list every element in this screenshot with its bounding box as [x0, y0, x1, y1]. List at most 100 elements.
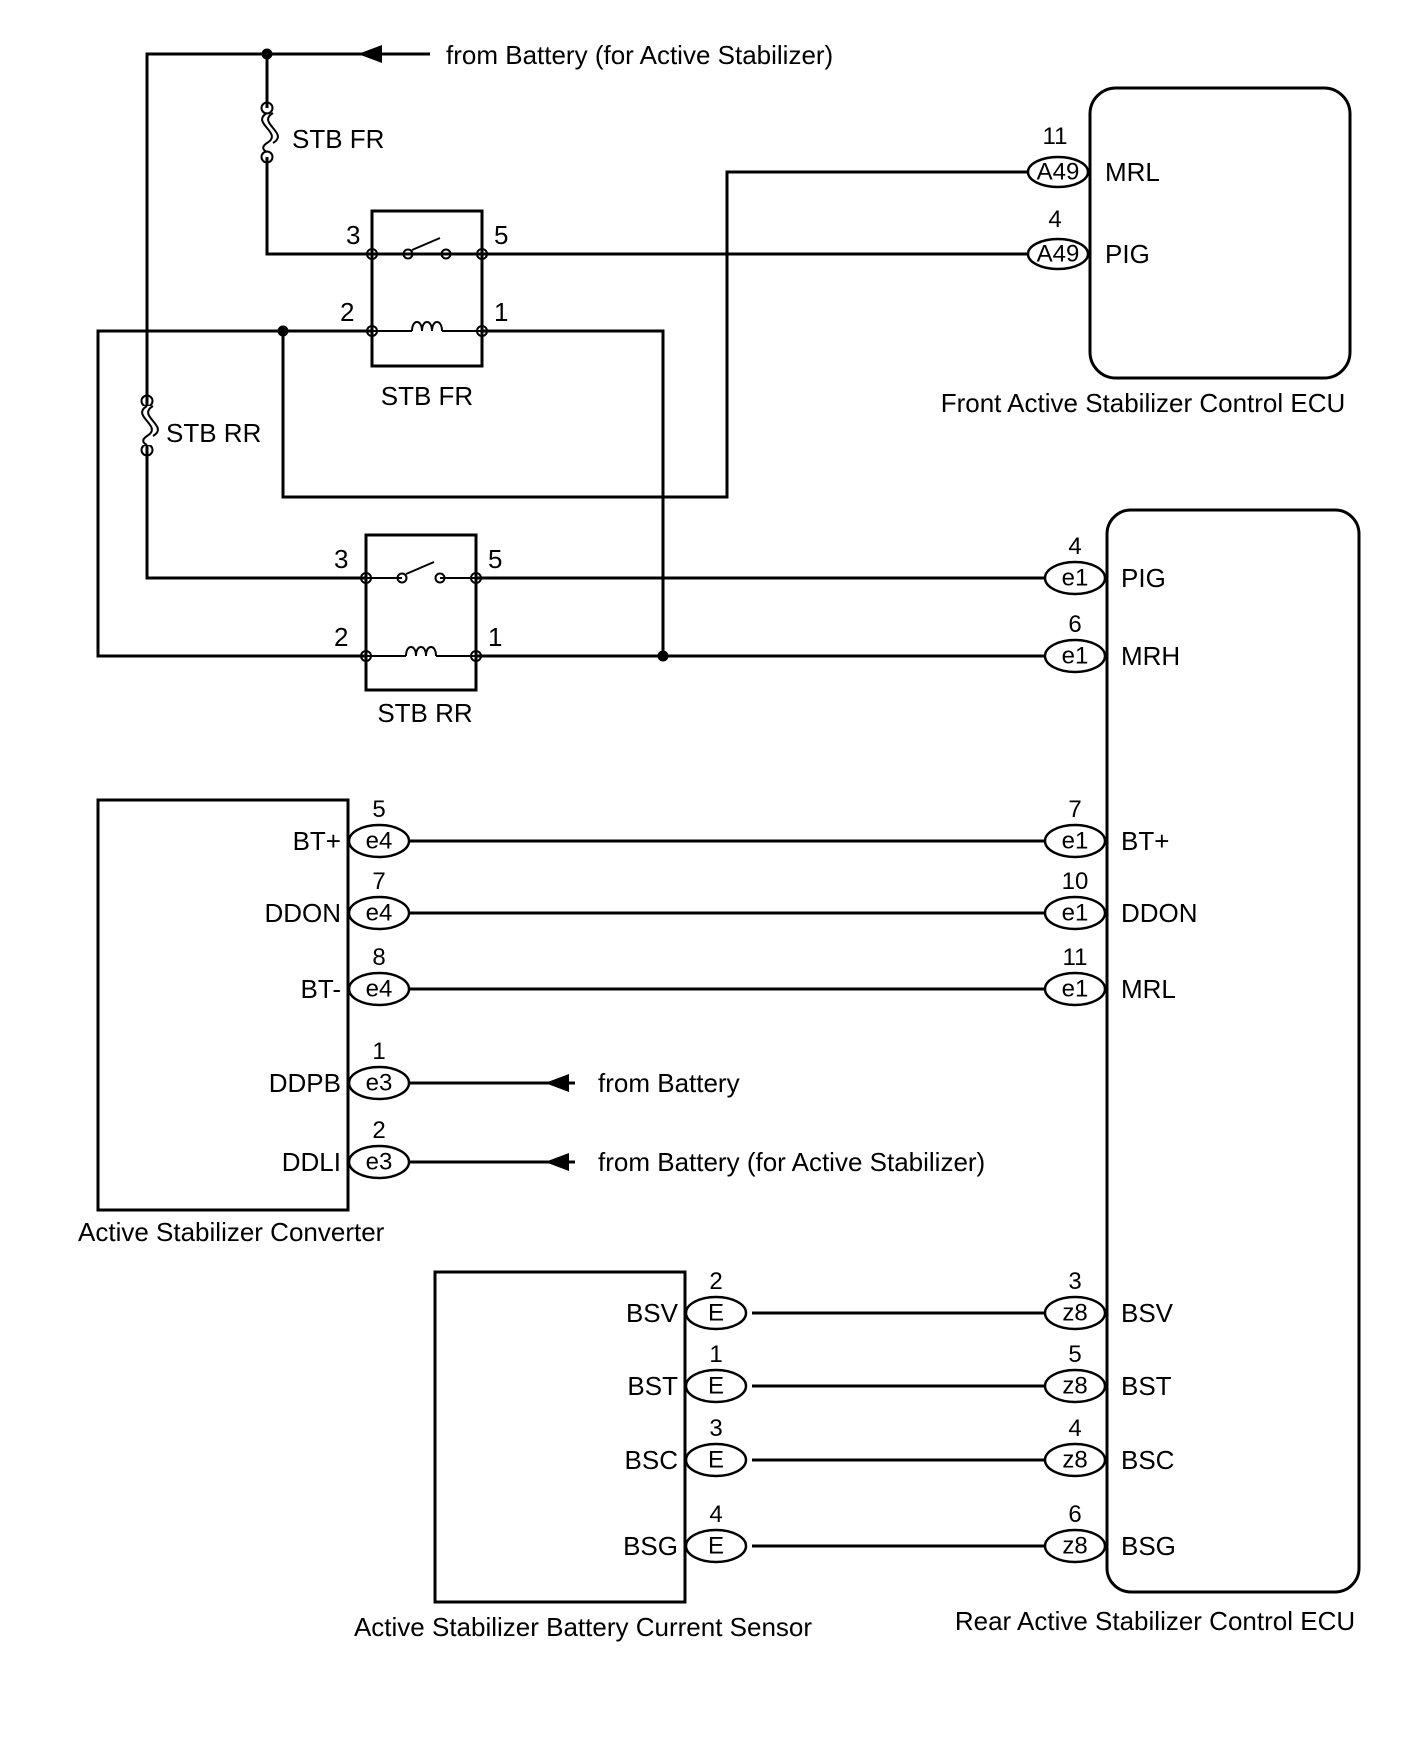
- terminal-name: BSG: [1121, 1531, 1176, 1561]
- relay-rr-pin-5: 5: [488, 544, 502, 574]
- terminal-number: 5: [1068, 1341, 1081, 1368]
- fuse-icon: [141, 405, 153, 446]
- rear-ecu-terminal: 4 z8 BSC: [1043, 1415, 1174, 1478]
- connector-code: E: [708, 1373, 724, 1400]
- battery-feed-label: from Battery (for Active Stabilizer): [446, 40, 833, 70]
- junction-dots: [261, 48, 669, 662]
- relay-rr-pin-2: 2: [334, 622, 348, 652]
- front-ecu: Front Active Stabilizer Control ECU 11 A…: [941, 86, 1352, 418]
- terminal-number: 8: [372, 944, 385, 971]
- terminal-name: BST: [627, 1371, 678, 1401]
- fuse-stb-fr: STB FR: [260, 101, 384, 164]
- terminal-number: 2: [709, 1268, 722, 1295]
- wire-fuse-fr-bottom: [265, 157, 372, 256]
- terminal-number: 4: [1068, 533, 1081, 560]
- terminal-name: DDON: [264, 898, 341, 928]
- terminal-number: 4: [1048, 206, 1061, 233]
- connector-oval: [1043, 1442, 1107, 1478]
- wire-relay-coil-ground: [96, 329, 372, 658]
- connector-code: e4: [366, 828, 393, 855]
- converter-terminal: 8 e4 BT-: [301, 944, 411, 1007]
- relay-fr-pin-5: 5: [494, 220, 508, 250]
- terminal-name: DDON: [1121, 898, 1198, 928]
- terminal-number: 2: [372, 1117, 385, 1144]
- front-ecu-label: Front Active Stabilizer Control ECU: [941, 388, 1346, 418]
- sensor-box: [433, 1270, 687, 1604]
- terminal-name: BT+: [1121, 826, 1169, 856]
- converter-box: [96, 798, 350, 1212]
- relay-rr-pin-1: 1: [488, 622, 502, 652]
- ddli-feed-label: from Battery (for Active Stabilizer): [598, 1147, 985, 1177]
- junction-dot: [277, 325, 289, 337]
- connector-code: e4: [366, 900, 393, 927]
- connector-oval: [347, 823, 411, 859]
- terminal-name: BT-: [301, 974, 341, 1004]
- connector-code: e1: [1062, 976, 1089, 1003]
- terminal-number: 4: [709, 1501, 722, 1528]
- arrow-left-icon: [358, 45, 382, 63]
- fuse-stb-rr: STB RR: [138, 394, 261, 457]
- relay-fr-pin-1: 1: [494, 297, 508, 327]
- connector-code: e4: [366, 976, 393, 1003]
- arrows: [358, 45, 569, 1171]
- terminal-number: 1: [709, 1341, 722, 1368]
- terminal-number: 4: [1068, 1415, 1081, 1442]
- terminal-number: 3: [709, 1415, 722, 1442]
- wire-front-mrl: [281, 170, 1030, 499]
- relay-rr-pin-3: 3: [334, 544, 348, 574]
- connector-code: A49: [1037, 241, 1080, 268]
- terminal-name: BSV: [1121, 1298, 1174, 1328]
- terminal-name: BSC: [625, 1445, 678, 1475]
- relay-rr-label: STB RR: [377, 698, 472, 728]
- connector-oval: [1043, 638, 1107, 674]
- fuse-rr-label: STB RR: [166, 418, 261, 448]
- rear-ecu-box: [1105, 508, 1361, 1594]
- front-ecu-terminal: 11 A49 MRL: [1026, 123, 1160, 189]
- terminal-name: PIG: [1105, 239, 1150, 269]
- connector-code: A49: [1037, 159, 1080, 186]
- terminal-name: BSG: [623, 1531, 678, 1561]
- connector-oval: [1026, 237, 1090, 271]
- terminal-number: 6: [1068, 1501, 1081, 1528]
- terminal-number: 11: [1043, 123, 1068, 150]
- connector-oval: [347, 1065, 411, 1101]
- connector-oval: [1043, 560, 1107, 596]
- connector-code: z8: [1062, 1447, 1087, 1474]
- terminal-name: BSC: [1121, 1445, 1174, 1475]
- connector-oval: [684, 1528, 748, 1564]
- terminal-number: 7: [1068, 796, 1081, 823]
- coil-icon: [411, 321, 443, 332]
- connector-oval: [1043, 971, 1107, 1007]
- connector-code: E: [708, 1300, 724, 1327]
- coil-icon: [405, 646, 437, 657]
- connector-code: z8: [1062, 1300, 1087, 1327]
- front-ecu-terminal: 4 A49 PIG: [1026, 206, 1150, 271]
- junction-dot: [657, 650, 669, 662]
- terminal-number: 5: [372, 796, 385, 823]
- connector-code: E: [708, 1447, 724, 1474]
- arrow-left-icon: [545, 1074, 569, 1092]
- connector-code: e1: [1062, 565, 1089, 592]
- terminal-number: 1: [372, 1038, 385, 1065]
- active-stabilizer-converter: Active Stabilizer Converter 5e4BT+7e4DDO…: [78, 796, 985, 1247]
- relay-fr-pin-2: 2: [340, 297, 354, 327]
- connector-oval: [347, 895, 411, 931]
- connector-code: e1: [1062, 643, 1089, 670]
- terminal-number: 6: [1068, 611, 1081, 638]
- arrow-left-icon: [545, 1153, 569, 1171]
- rear-ecu-label: Rear Active Stabilizer Control ECU: [955, 1606, 1355, 1636]
- sensor-terminal: 3E BSC: [625, 1415, 748, 1478]
- terminal-name: BST: [1121, 1371, 1172, 1401]
- converter-label: Active Stabilizer Converter: [78, 1217, 385, 1247]
